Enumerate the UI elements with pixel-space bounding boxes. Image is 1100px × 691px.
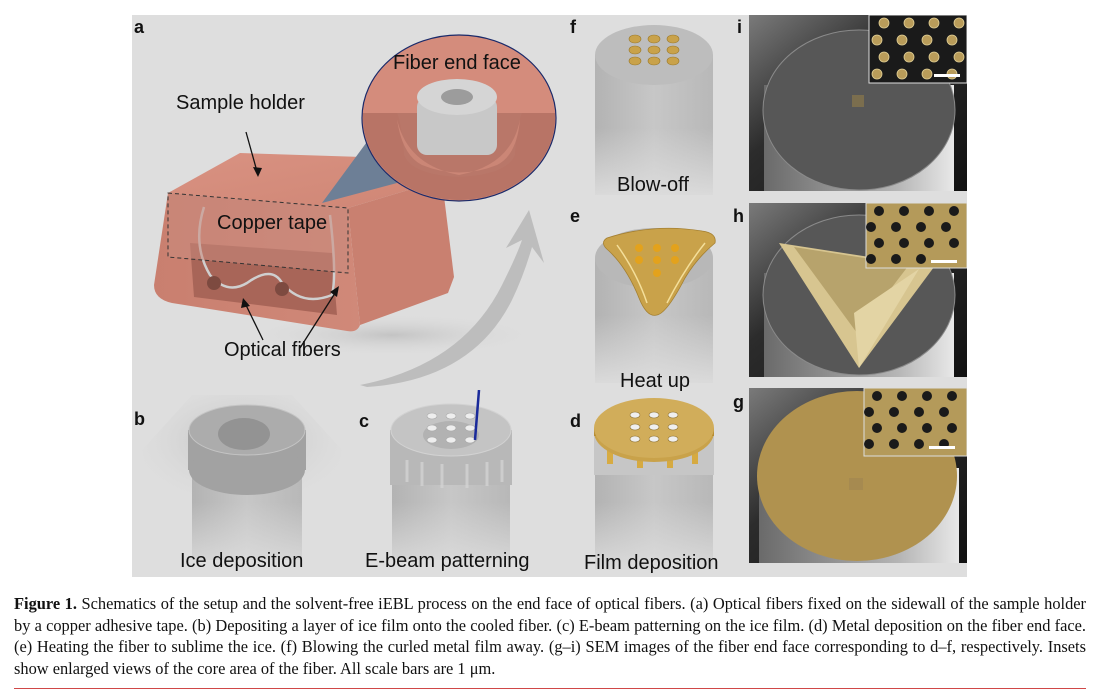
- blow-off-illustration: [567, 15, 737, 203]
- label-heat-up: Heat up: [620, 370, 691, 392]
- panel-f: f Blow-off: [567, 15, 737, 203]
- scale-bar: [929, 446, 955, 449]
- scale-bar: [931, 260, 957, 263]
- figure-1: a Fiber end face Sample holder Copper ta…: [132, 15, 967, 577]
- panel-letter-d: d: [570, 411, 581, 431]
- film-deposition-illustration: [567, 390, 737, 577]
- label-sample-holder: Sample holder: [176, 92, 305, 114]
- panel-letter-h: h: [733, 206, 744, 226]
- panel-i-sem-image: [749, 15, 967, 191]
- caption-label: Figure 1.: [14, 594, 77, 613]
- panel-letter-b: b: [134, 409, 145, 429]
- panel-d: d Film deposition: [567, 390, 737, 577]
- panel-c: c E-beam patterning: [347, 390, 567, 577]
- process-arrow: [360, 210, 544, 387]
- scale-bar: [934, 74, 960, 77]
- label-blow-off: Blow-off: [617, 174, 689, 196]
- panel-e: e Heat up: [567, 203, 737, 392]
- copper-tape: [167, 192, 349, 274]
- sample-holder-illustration: [154, 34, 557, 387]
- ice-deposition-illustration: [132, 390, 347, 577]
- panel-a: a Fiber end face Sample holder Copper ta…: [132, 15, 572, 390]
- panel-letter-a: a: [134, 17, 145, 37]
- panel-letter-i: i: [737, 17, 743, 37]
- panel-letter-g: g: [733, 392, 744, 412]
- label-ice-deposition: Ice deposition: [180, 550, 304, 572]
- label-film-deposition: Film deposition: [584, 552, 719, 574]
- panel-letter-e: e: [570, 206, 581, 226]
- caption-text: Schematics of the setup and the solvent-…: [14, 594, 1086, 678]
- heat-up-illustration: [567, 203, 737, 390]
- label-fiber-end-face: Fiber end face: [393, 52, 521, 74]
- panel-letter-c: c: [359, 411, 370, 431]
- panel-g-sem-image: [749, 388, 967, 563]
- panel-letter-f: f: [570, 17, 576, 37]
- panel-b: b Ice deposition: [132, 390, 347, 577]
- holder-right-side: [348, 180, 454, 325]
- caption-divider: [14, 688, 1086, 689]
- figure-caption: Figure 1. Schematics of the setup and th…: [14, 593, 1086, 679]
- label-copper-tape: Copper tape: [217, 212, 328, 234]
- panel-h-sem-image: [749, 203, 967, 377]
- label-ebeam-patterning: E-beam patterning: [365, 550, 530, 572]
- label-optical-fibers: Optical fibers: [224, 339, 341, 361]
- ebeam-patterning-illustration: [347, 390, 567, 577]
